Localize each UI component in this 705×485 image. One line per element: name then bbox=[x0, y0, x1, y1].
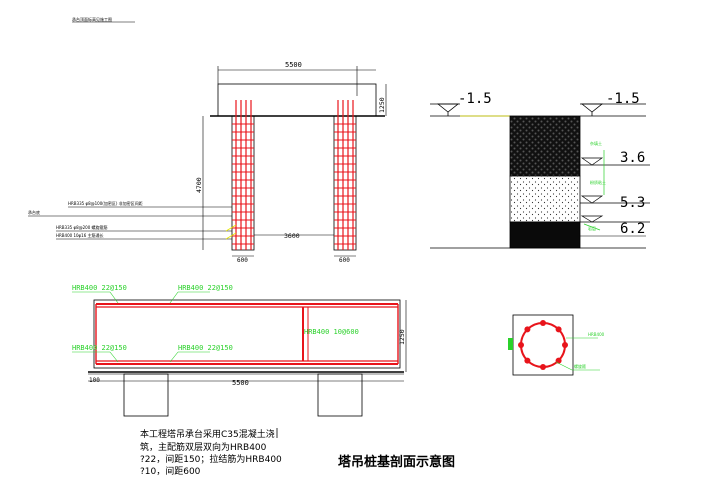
level-top-right: -1.5 bbox=[606, 91, 640, 107]
pile-cap-outline bbox=[217, 83, 377, 117]
pile-stub-left bbox=[123, 373, 169, 417]
dim-3600: 3600 bbox=[284, 232, 300, 240]
level-mark-right bbox=[580, 103, 604, 113]
level-3: 6.2 bbox=[620, 221, 645, 237]
cap-section-outline bbox=[93, 299, 401, 369]
pile-elevation: 承台顶面标高见施工图 5500 1250 bbox=[28, 16, 387, 264]
left-pile bbox=[231, 100, 255, 251]
dim-100-bottom: 100 bbox=[89, 377, 100, 384]
dim-5500-bottom: 5500 bbox=[232, 379, 249, 387]
callout-ground: 承台底 bbox=[28, 209, 40, 215]
pile-stub-right bbox=[317, 373, 363, 417]
level-top-left: -1.5 bbox=[458, 91, 492, 107]
note-line-2: 筑，主配筋双层双向为HRB400 bbox=[140, 441, 267, 453]
rebar-label-top-left: HRB400 22@150 bbox=[72, 284, 127, 292]
rebar-label-top-right: HRB400 22@150 bbox=[178, 284, 233, 292]
section-label-1: HRB400 bbox=[588, 332, 605, 337]
dim-5500-top: 5500 bbox=[285, 61, 302, 69]
soil-layer-3 bbox=[509, 221, 581, 249]
level-2: 5.3 bbox=[620, 195, 645, 211]
note-line-1: 本工程塔吊承台采用C35混凝土浇 bbox=[140, 428, 275, 440]
rebar-label-bottom-right: HRB400 22@150 bbox=[178, 344, 233, 352]
cap-section: HRB400 22@150 HRB400 22@150 HRB400 22@15… bbox=[72, 284, 407, 417]
dim-4700: 4700 bbox=[195, 177, 203, 193]
dim-600-right: 600 bbox=[339, 257, 350, 264]
drawing-title: 塔吊桩基剖面示意图 bbox=[338, 454, 455, 470]
callout-main-bar: HRB400 10φ16 主筋通长 bbox=[56, 232, 104, 238]
callout-spiral: HRB335 φ8@200 螺旋箍筋 bbox=[56, 224, 108, 230]
pile-cross-section: HRB400 螺旋箍 bbox=[508, 314, 605, 376]
dim-1250-top: 1250 bbox=[378, 97, 386, 113]
dim-1250-bottom: 1250 bbox=[398, 329, 406, 345]
layer-1-label: 杂填土 bbox=[590, 140, 602, 146]
top-note: 承台顶面标高见施工图 bbox=[72, 16, 112, 22]
note-line-4: ?10，间距600 bbox=[140, 465, 201, 477]
dim-600-left: 600 bbox=[237, 257, 248, 264]
rebar-label-bottom-left: HRB400 22@150 bbox=[72, 344, 127, 352]
section-label-2: 螺旋箍 bbox=[574, 363, 586, 369]
level-mark-left bbox=[436, 103, 460, 113]
section-marker bbox=[508, 338, 513, 350]
main-bars bbox=[518, 320, 568, 370]
soil-layer-1 bbox=[509, 115, 581, 177]
layer-3-label: 岩层 bbox=[588, 225, 596, 231]
notes: 本工程塔吊承台采用C35混凝土浇 筑，主配筋双层双向为HRB400 ?22，间距… bbox=[140, 428, 282, 477]
level-1: 3.6 bbox=[620, 150, 645, 166]
layer-2-label: 粉质粘土 bbox=[590, 179, 606, 185]
note-line-3: ?22，间距150；拉结筋为HRB400 bbox=[140, 453, 282, 465]
right-pile bbox=[333, 100, 357, 251]
soil-profile: -1.5 -1.5 3.6 5.3 bbox=[430, 91, 650, 249]
callout-stirrup: HRB335 φ8@100(加密区) 非加密区间距 bbox=[68, 200, 143, 206]
soil-layer-2 bbox=[509, 175, 581, 223]
rebar-label-tie: HRB400 10@600 bbox=[304, 328, 359, 336]
